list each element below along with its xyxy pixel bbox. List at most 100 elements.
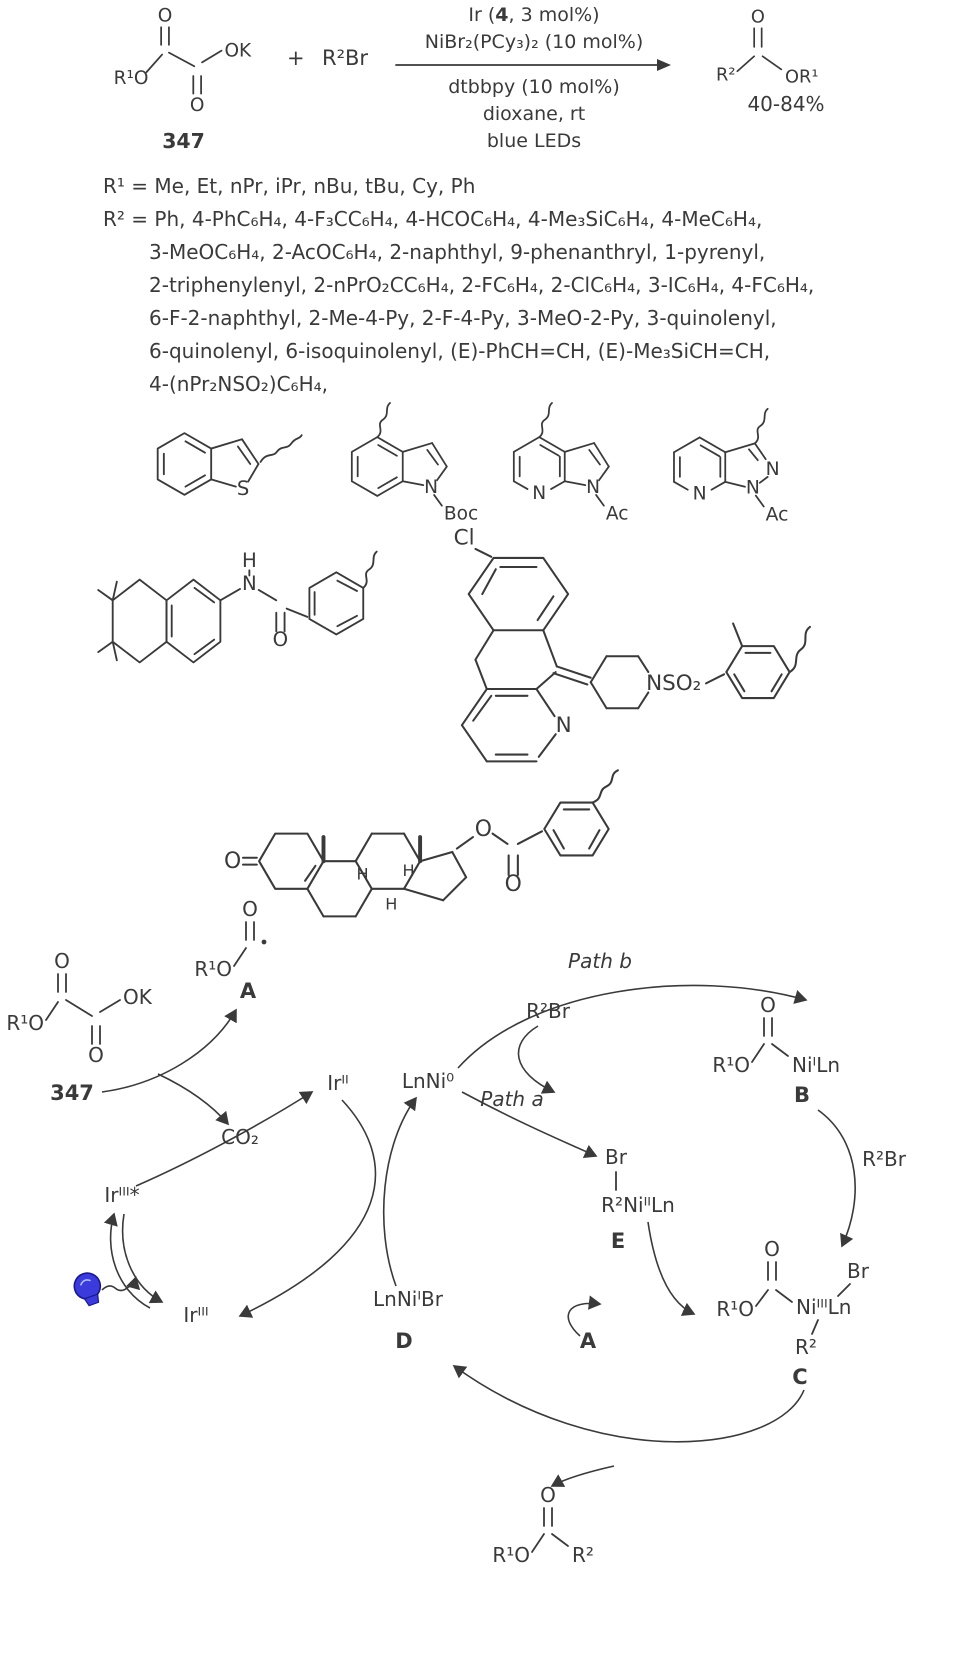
attachment-squiggle bbox=[376, 402, 391, 439]
tetramethyltetralin-amide-structure: H N O bbox=[97, 549, 378, 664]
steroid-benzoate-structure: O H H H O O bbox=[224, 769, 619, 918]
compound-number-347: 347 bbox=[162, 129, 205, 153]
arrow-ir3star-relax bbox=[121, 1213, 164, 1304]
r2br-reagent: R²Br bbox=[862, 1147, 907, 1171]
r1-scope-line: R¹ = Me, Et, nPr, iPr, nBu, tBu, Cy, Ph bbox=[103, 174, 476, 198]
radical-A-feed-label: A bbox=[580, 1329, 597, 1353]
r1o-label: R¹O bbox=[194, 957, 232, 981]
r2-label: R² bbox=[716, 65, 735, 86]
pyridine-nitrogen-label: N bbox=[556, 713, 572, 738]
ir-cond-pre: Ir ( bbox=[468, 4, 496, 26]
pyrazole-n1-label: N bbox=[746, 478, 760, 499]
reaction-conditions: Ir (4, 3 mol%) NiBr₂(PCy₃)₂ (10 mol%) dt… bbox=[395, 2, 672, 155]
r2-label: R² bbox=[795, 1335, 817, 1359]
benzothiophene-structure: S bbox=[156, 432, 303, 500]
condition-solvent: dioxane, rt bbox=[482, 103, 586, 125]
r2-label: R² bbox=[572, 1543, 594, 1567]
ir-iii-excited-species: Irᴵᴵᴵ* bbox=[104, 1183, 139, 1207]
sulfonamide-nso2-label: NSO₂ bbox=[646, 671, 701, 696]
acyl-radical-A-structure: O R¹O A bbox=[194, 897, 267, 1003]
stereo-h-label: H bbox=[403, 861, 415, 880]
oxygen-label: O bbox=[540, 1483, 556, 1507]
loratadine-like-structure: Cl N NSO₂ bbox=[454, 525, 811, 763]
intermediate-label-B: B bbox=[794, 1083, 810, 1107]
stereo-h-label: H bbox=[385, 895, 397, 914]
tricyclic-skeleton bbox=[460, 547, 592, 763]
intermediate-label-A: A bbox=[240, 979, 257, 1003]
arrow-ir3-to-ir3star bbox=[103, 1212, 151, 1309]
attachment-squiggle bbox=[753, 407, 769, 445]
path-a-label: Path a bbox=[480, 1087, 543, 1111]
arrow-B-to-C bbox=[817, 1109, 856, 1248]
r2br-reagent: R²Br bbox=[526, 999, 571, 1023]
arrow-ir2-to-ir3 bbox=[238, 1099, 377, 1318]
blue-led-bulb-icon bbox=[73, 1272, 102, 1307]
r2-scope-line-2: 3-MeOC₆H₄, 2-AcOC₆H₄, 2-naphthyl, 9-phen… bbox=[149, 240, 766, 264]
condition-photocatalyst: Ir (4, 3 mol%) bbox=[396, 2, 672, 29]
path-b-label: Path b bbox=[568, 949, 632, 973]
r2-scope-line-5: 6-quinolenyl, 6-isoquinolenyl, (E)-PhCH=… bbox=[149, 339, 771, 363]
plus-sign: + bbox=[287, 46, 305, 70]
azaindolyl-skeleton bbox=[512, 402, 610, 507]
arrow-path-b bbox=[457, 984, 808, 1069]
condition-light: blue LEDs bbox=[486, 130, 582, 152]
carbonyl-oxygen-label: O bbox=[273, 628, 288, 651]
steroid-skeleton bbox=[241, 832, 468, 918]
oxygen-label: O bbox=[764, 1237, 780, 1261]
ir-iii-species: Irᴵᴵᴵ bbox=[183, 1303, 208, 1327]
r1o-label: R¹O bbox=[492, 1543, 530, 1567]
ketone-oxygen-label: O bbox=[224, 849, 241, 874]
ok-label: OK bbox=[123, 985, 153, 1009]
pyrazole-n2-label: N bbox=[766, 459, 780, 480]
radical-dot bbox=[261, 939, 267, 945]
arrowhead bbox=[657, 59, 671, 71]
attachment-squiggle bbox=[362, 550, 378, 589]
arrow-C-to-D bbox=[452, 1365, 805, 1443]
r1o-label: R¹O bbox=[114, 68, 149, 89]
arrow-path-a bbox=[461, 1091, 598, 1159]
ni-i-br-species-D: LnNiᴵBr bbox=[373, 1287, 444, 1311]
bromide-label: Br bbox=[605, 1145, 628, 1169]
benzoate-skeleton bbox=[455, 769, 619, 877]
bromide-label: Br bbox=[847, 1259, 870, 1283]
oxygen-label: O bbox=[760, 993, 776, 1017]
arrow-r2br-addition bbox=[517, 1025, 556, 1094]
arrow-D-to-ni0 bbox=[382, 1096, 417, 1287]
carbonyl-oxygen-label: O bbox=[190, 95, 205, 116]
ni-i-ln-label: NiᴵLn bbox=[792, 1053, 840, 1077]
photon-squiggle-arrow bbox=[101, 1275, 141, 1292]
catalyst-number: 4 bbox=[495, 4, 509, 26]
oxygen-label: O bbox=[54, 949, 70, 973]
r1o-label: R¹O bbox=[6, 1011, 44, 1035]
carbonyl-oxygen-label: O bbox=[751, 7, 765, 28]
condition-nickel: NiBr₂(PCy₃)₂ (10 mol%) bbox=[424, 31, 644, 53]
acetyl-group-label: Ac bbox=[606, 503, 629, 524]
pyrazolopyridinyl-skeleton bbox=[673, 407, 769, 508]
chlorine-label: Cl bbox=[454, 525, 475, 550]
acetyl-group-label: Ac bbox=[766, 504, 789, 525]
compound-number-347: 347 bbox=[50, 1081, 94, 1105]
pyridine-nitrogen-label: N bbox=[693, 484, 707, 505]
ester-skeleton bbox=[736, 27, 783, 73]
condition-ligand: dtbbpy (10 mol%) bbox=[448, 76, 620, 98]
intermediate-E-structure: Br R²NiᴵᴵLn E bbox=[601, 1145, 675, 1253]
yield-range: 40-84% bbox=[747, 92, 825, 116]
oxalate-structure-347: O R¹O O OK 347 bbox=[6, 949, 152, 1105]
arrow-to-product bbox=[550, 1465, 615, 1487]
ni-iii-ln-label: NiᴵᴵᴵLn bbox=[796, 1295, 851, 1319]
carbonyl-oxygen-label: O bbox=[158, 5, 173, 26]
r2-scope-line-1: R² = Ph, 4-PhC₆H₄, 4-F₃CC₆H₄, 4-HCOC₆H₄,… bbox=[103, 207, 763, 231]
arrow-E-to-C bbox=[647, 1221, 696, 1316]
amide-h-label: H bbox=[242, 549, 257, 572]
attachment-squiggle bbox=[788, 625, 811, 674]
nitrogen-label: N bbox=[424, 477, 438, 498]
ac-azaindole-structure: N N Ac bbox=[512, 402, 629, 524]
piperidine-sulfonyl-skeleton bbox=[589, 622, 811, 710]
ir-ii-species: Irᴵᴵ bbox=[327, 1071, 349, 1095]
product-ester-structure-cycle: O R¹O R² bbox=[492, 1483, 594, 1567]
r2-scope-line-3: 2-triphenylenyl, 2-nPrO₂CC₆H₄, 2-FC₆H₄, … bbox=[149, 273, 815, 297]
indolyl-skeleton bbox=[350, 402, 448, 507]
benzothiophenyl-skeleton bbox=[156, 432, 303, 496]
boc-indole-structure: N Boc bbox=[350, 402, 478, 524]
product-ester-structure: O R² OR¹ bbox=[716, 7, 819, 88]
